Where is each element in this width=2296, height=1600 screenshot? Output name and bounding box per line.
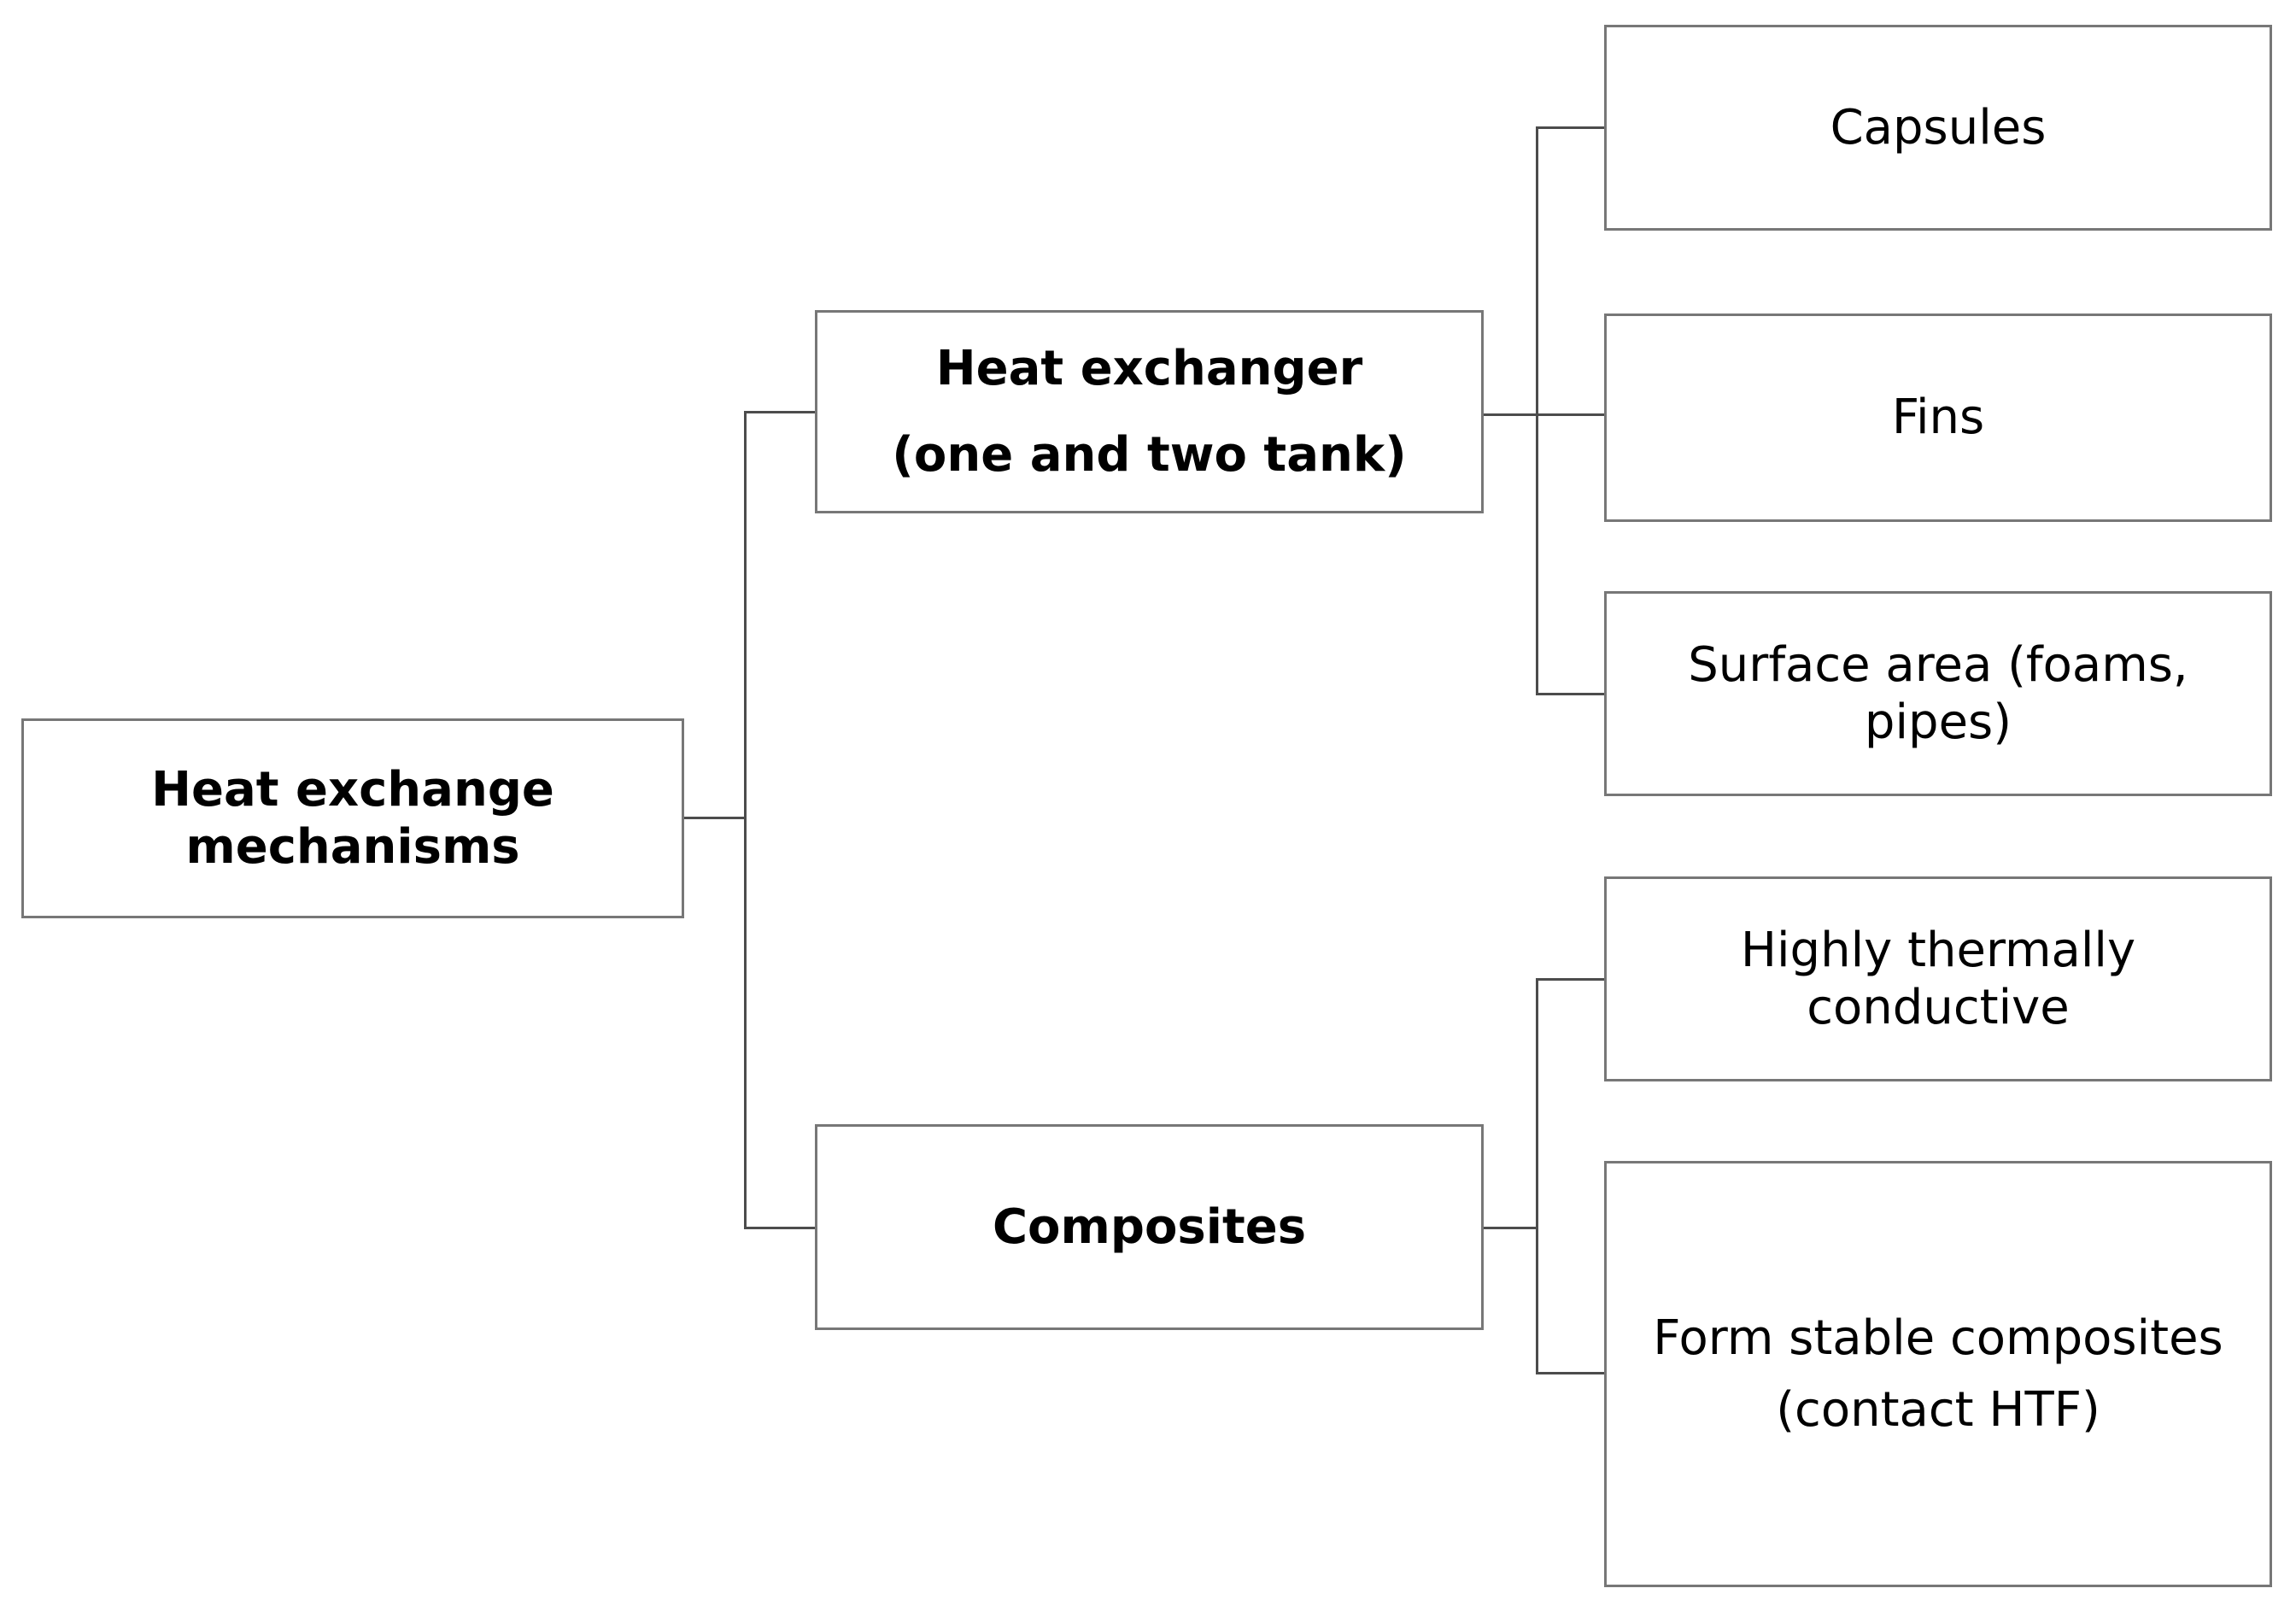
connector-bus-to-surface-area [1536, 693, 1607, 695]
node-label-line: (one and two tank) [892, 427, 1407, 483]
connector-heat-exchanger-children-bus [1536, 126, 1538, 695]
node-label-line: Highly thermally [1740, 922, 2136, 978]
node-label-line: Heat exchanger [935, 340, 1363, 396]
connector-root-to-bus [683, 817, 747, 819]
node-heat-exchange-mechanisms: Heat exchange mechanisms [21, 718, 684, 918]
node-label-line: Composites [992, 1199, 1307, 1255]
node-fins: Fins [1604, 314, 2272, 522]
node-label-line: conductive [1807, 980, 2070, 1035]
node-label-line: Capsules [1830, 99, 2047, 155]
connector-bus-to-highly-conductive [1536, 978, 1607, 981]
node-heat-exchanger: Heat exchanger (one and two tank) [815, 310, 1484, 513]
node-surface-area: Surface area (foams, pipes) [1604, 591, 2272, 796]
node-label-line: Surface area (foams, [1688, 636, 2188, 693]
connector-bus-to-heat-exchanger [744, 411, 817, 413]
connector-bus-to-composites [744, 1227, 817, 1229]
connector-composites-to-bus [1481, 1227, 1538, 1229]
node-label-line: Form stable composites [1653, 1310, 2223, 1367]
node-form-stable-composites: Form stable composites (contact HTF) [1604, 1161, 2272, 1587]
connector-branch-bus [744, 411, 747, 1229]
node-label-line: (contact HTF) [1776, 1381, 2100, 1438]
node-label-line: mechanisms [185, 819, 520, 875]
connector-heat-exchanger-to-fins [1481, 413, 1607, 416]
node-capsules: Capsules [1604, 25, 2272, 231]
node-label-line: Heat exchange [151, 761, 554, 818]
node-highly-thermally-conductive: Highly thermally conductive [1604, 876, 2272, 1081]
node-label-line: Fins [1891, 390, 1985, 446]
node-composites: Composites [815, 1124, 1484, 1330]
connector-bus-to-capsules [1536, 126, 1607, 129]
connector-composites-children-bus [1536, 978, 1538, 1374]
node-label-line: pipes) [1864, 695, 2012, 750]
connector-bus-to-form-stable [1536, 1372, 1607, 1374]
